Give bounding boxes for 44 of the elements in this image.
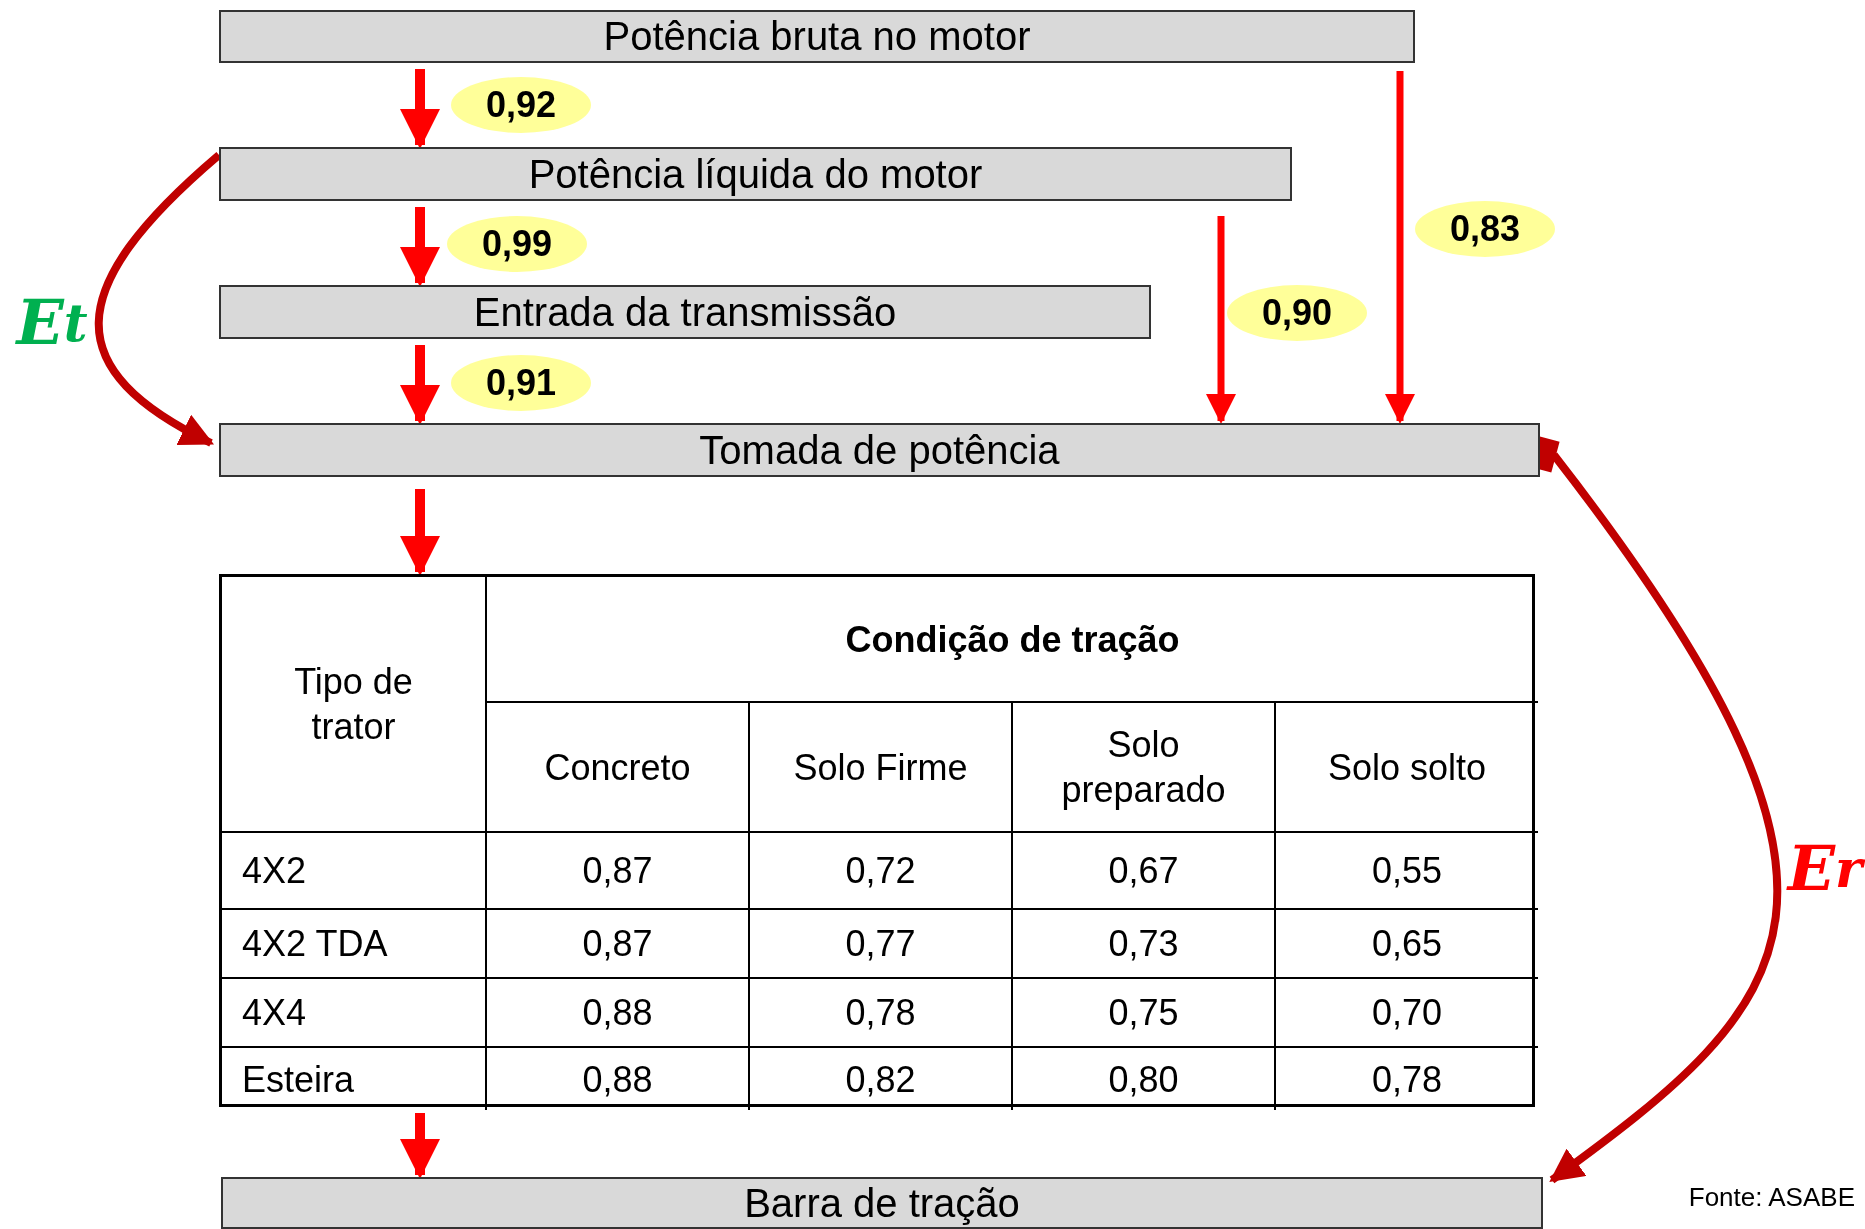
table-cell: 0,78 — [748, 977, 1011, 1046]
arrow — [400, 489, 440, 576]
efficiency-badge: 0,99 — [447, 216, 587, 272]
table-cell: 0,87 — [485, 908, 748, 977]
table-cell: 0,88 — [485, 1046, 748, 1110]
table-cell: Esteira — [222, 1046, 485, 1110]
efficiency-badge: 0,91 — [451, 355, 591, 411]
arrow — [1549, 452, 1780, 1184]
table-cell: 0,78 — [1274, 1046, 1538, 1110]
arrow — [400, 1113, 440, 1179]
power-bar: Barra de tração — [221, 1177, 1543, 1229]
arrow — [400, 69, 440, 149]
power-bar: Tomada de potência — [219, 423, 1540, 477]
efficiency-table — [219, 574, 1535, 1107]
header-cell: Condição de tração — [485, 577, 1538, 701]
table-cell: 4X4 — [222, 977, 485, 1046]
table-cell: 0,72 — [748, 831, 1011, 908]
table-cell: 0,65 — [1274, 908, 1538, 977]
power-bar: Potência líquida do motor — [219, 147, 1292, 201]
header-cell: Solo solto — [1274, 701, 1538, 831]
arrow — [400, 345, 440, 425]
arrow — [400, 207, 440, 287]
efficiency-badge: 0,90 — [1227, 285, 1367, 341]
table-cell: 0,88 — [485, 977, 748, 1046]
table-cell: 0,82 — [748, 1046, 1011, 1110]
table-cell: 0,77 — [748, 908, 1011, 977]
header-cell: Solo Firme — [748, 701, 1011, 831]
power-bar: Entrada da transmissão — [219, 285, 1151, 339]
header-cell: Solo preparado — [1011, 701, 1274, 831]
table-cell: 0,55 — [1274, 831, 1538, 908]
header-cell: Concreto — [485, 701, 748, 831]
table-cell: 4X2 TDA — [222, 908, 485, 977]
table-cell: 0,80 — [1011, 1046, 1274, 1110]
header-cell-text: Tipo de trator — [293, 660, 414, 749]
power-bar: Potência bruta no motor — [219, 10, 1415, 63]
table-cell: 0,70 — [1274, 977, 1538, 1046]
table-cell: 0,75 — [1011, 977, 1274, 1046]
efficiency-badge: 0,83 — [1415, 201, 1555, 257]
source-note: Fonte: ASABE — [1688, 1182, 1855, 1213]
table-cell: 0,87 — [485, 831, 748, 908]
table-cell: 4X2 — [222, 831, 485, 908]
table-cell: 0,67 — [1011, 831, 1274, 908]
table-cell: 0,73 — [1011, 908, 1274, 977]
efficiency-badge: 0,92 — [451, 77, 591, 133]
